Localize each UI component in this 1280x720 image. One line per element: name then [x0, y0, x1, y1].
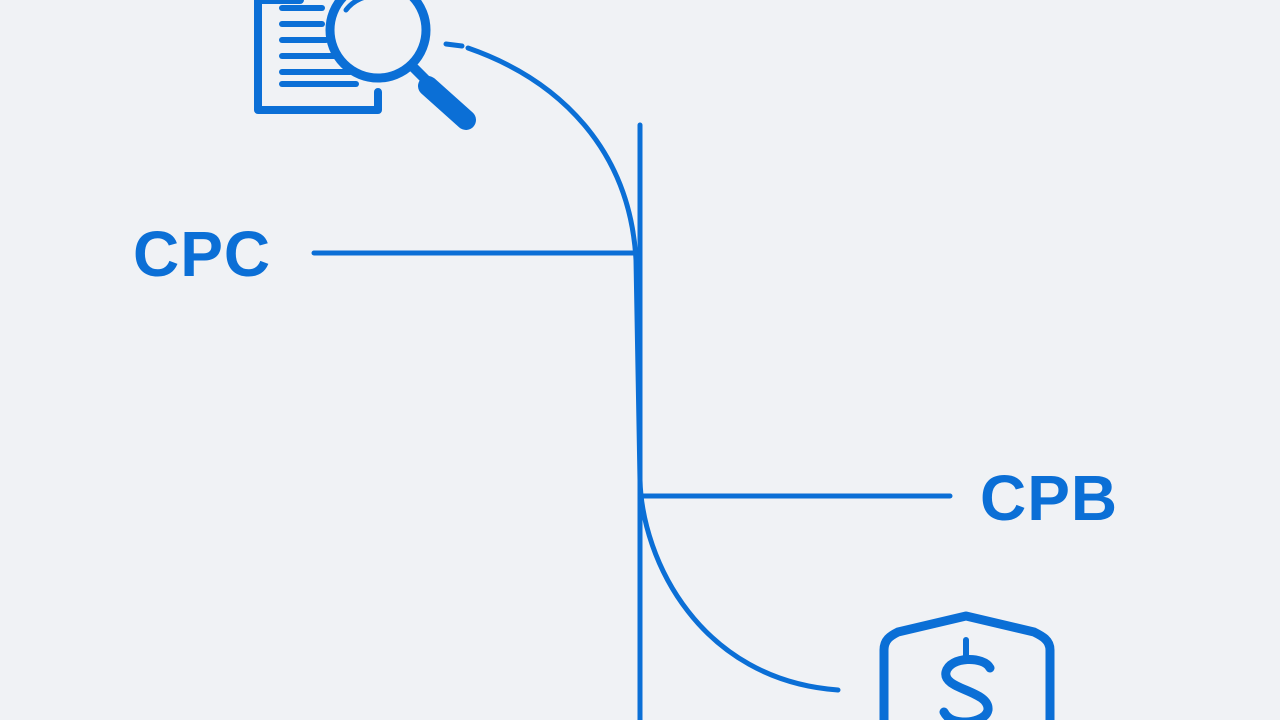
cpb-label: CPB	[980, 462, 1119, 534]
cpc-label: CPC	[133, 218, 272, 290]
document-search-icon	[254, 0, 476, 130]
connector-dash	[443, 41, 465, 49]
flow-curve	[465, 45, 841, 693]
dollar-shield-icon	[879, 611, 1055, 720]
